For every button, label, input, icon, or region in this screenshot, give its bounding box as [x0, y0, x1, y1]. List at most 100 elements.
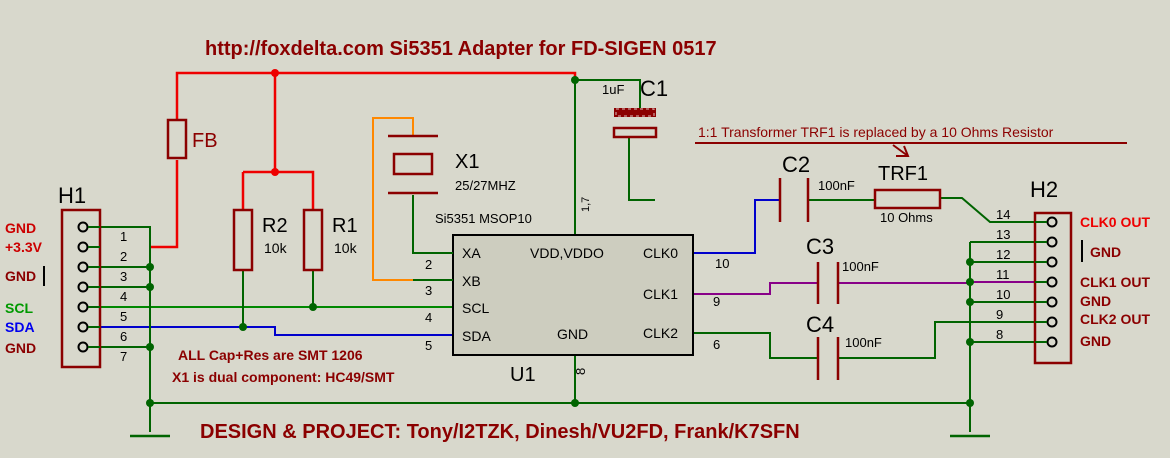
- pin-number: 4: [120, 289, 127, 304]
- capacitor-c2: [778, 178, 810, 222]
- junction-dot: [571, 76, 579, 84]
- junction-dot: [966, 258, 974, 266]
- h2-signal-label: CLK2 OUT: [1080, 311, 1150, 327]
- pin-number: 9: [713, 294, 720, 309]
- c3-value: 100nF: [842, 259, 879, 274]
- h2-signal-label: CLK0 OUT: [1080, 214, 1150, 230]
- pin-number: 10: [996, 287, 1010, 302]
- junction-dot: [146, 343, 154, 351]
- pin-scl: SCL: [462, 300, 489, 316]
- pin-number: 5: [425, 338, 432, 353]
- trf1-ref: TRF1: [878, 163, 928, 185]
- c1-value: 1uF: [602, 82, 624, 97]
- pin-clk2: CLK2: [643, 325, 678, 341]
- header-pin: [77, 301, 89, 313]
- pin-number: 10: [715, 256, 729, 271]
- resistor-trf1: TRF1 10 Ohms: [873, 163, 942, 225]
- pin-number: 8: [573, 368, 588, 375]
- pin-number: 4: [425, 310, 432, 325]
- fb-label: FB: [192, 130, 218, 152]
- pin-sda: SDA: [462, 328, 491, 344]
- pin-number: 7: [120, 349, 127, 364]
- junctions: [146, 69, 974, 407]
- resistor-r2: R2 10k: [232, 208, 288, 272]
- header-pin: [77, 261, 89, 273]
- h1-signal-label: GND: [5, 220, 36, 236]
- h2-signal-label: GND: [1080, 333, 1111, 349]
- pin-clk0: CLK0: [643, 245, 678, 261]
- h2-signal-label: GND: [1080, 293, 1111, 309]
- junction-dot: [966, 298, 974, 306]
- vdd-wire: [574, 79, 641, 235]
- header-pin: [77, 321, 89, 333]
- header-pin: [1046, 216, 1058, 228]
- pin-xa: XA: [462, 245, 481, 261]
- r2-value: 10k: [264, 240, 288, 256]
- junction-dot: [966, 338, 974, 346]
- resistor-r1: R1 10k: [302, 208, 358, 272]
- pin-number: 3: [120, 269, 127, 284]
- junction-dot: [271, 168, 279, 176]
- h1-signal-label: GND: [5, 268, 36, 284]
- h1-signal-label: SDA: [5, 319, 35, 335]
- header-pin: [77, 341, 89, 353]
- chip-u1: Si5351 MSOP10 U1 XA XB SCL SDA VDD,VDDO …: [413, 197, 729, 386]
- pin-number: 5: [120, 309, 127, 324]
- junction-dot: [146, 283, 154, 291]
- clk2-net: [693, 321, 1035, 359]
- c2-ref: C2: [782, 152, 810, 177]
- junction-dot: [966, 278, 974, 286]
- r2-ref: R2: [262, 215, 288, 237]
- pin-number: 13: [996, 227, 1010, 242]
- junction-dot: [309, 303, 317, 311]
- ground-net-left: [100, 226, 970, 432]
- h2-signal-label: GND: [1090, 244, 1121, 260]
- c1-ground: [628, 138, 655, 201]
- capacitor-c3: [816, 262, 840, 304]
- header-pin: [1046, 316, 1058, 328]
- pin-number: 3: [425, 283, 432, 298]
- pin-number: 6: [120, 329, 127, 344]
- pin-vdd: VDD,VDDO: [530, 245, 604, 261]
- ferrite-bead-fb: FB: [166, 118, 218, 160]
- pin-number: 14: [996, 207, 1010, 222]
- credits: DESIGN & PROJECT: Tony/I2TZK, Dinesh/VU2…: [200, 421, 800, 443]
- transformer-note: 1:1 Transformer TRF1 is replaced by a 10…: [698, 124, 1054, 140]
- r1-value: 10k: [334, 240, 358, 256]
- page-title: http://foxdelta.com Si5351 Adapter for F…: [205, 38, 717, 60]
- junction-dot: [966, 399, 974, 407]
- junction-dot: [571, 399, 579, 407]
- pin-clk1: CLK1: [643, 286, 678, 302]
- x1-note: X1 is dual component: HC49/SMT: [172, 369, 395, 385]
- pin-number: 1,7: [580, 197, 592, 212]
- crystal-x1: X1 25/27MHZ: [388, 134, 516, 195]
- pin-number: 6: [713, 337, 720, 352]
- x1-value: 25/27MHZ: [455, 178, 516, 193]
- r1-ref: R1: [332, 215, 358, 237]
- header-pin: [1046, 336, 1058, 348]
- header-pin: [77, 241, 89, 253]
- pin-number: 9: [996, 307, 1003, 322]
- pin-number: 1: [120, 229, 127, 244]
- clk0-net: [693, 197, 1035, 254]
- c4-value: 100nF: [845, 335, 882, 350]
- h1-signal-label: GND: [5, 340, 36, 356]
- junction-dot: [146, 399, 154, 407]
- sda-net: [100, 326, 453, 336]
- h1-ref: H1: [58, 183, 86, 208]
- xtal-wire: [372, 117, 414, 281]
- pin-number: 2: [425, 257, 432, 272]
- pin-xb: XB: [462, 273, 481, 289]
- x1-ref: X1: [455, 151, 479, 173]
- h1-signal-label: +3.3V: [5, 239, 43, 255]
- header-pin: [77, 281, 89, 293]
- c1-ref: C1: [640, 76, 668, 101]
- header-pin: [1046, 296, 1058, 308]
- header-pin: [77, 221, 89, 233]
- pin-number: 8: [996, 327, 1003, 342]
